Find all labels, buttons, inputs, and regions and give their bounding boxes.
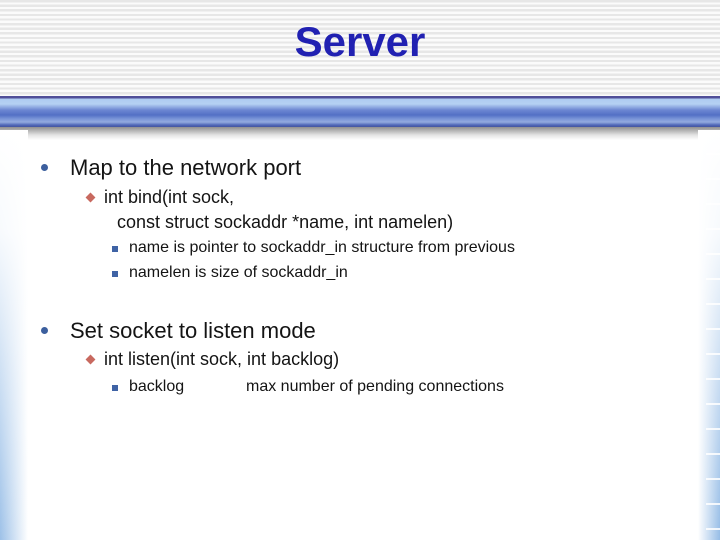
square-bullet-icon — [112, 271, 118, 277]
bullet-line-note-name: name is pointer to sockaddr_in structure… — [0, 239, 720, 265]
header-stripe-pattern — [0, 0, 720, 96]
slide-title: Server — [294, 18, 426, 65]
diamond-bullet-icon — [85, 354, 96, 365]
bullet-line-bind-code-2: const struct sockaddr *name, int namelen… — [0, 212, 720, 238]
level1-text: Map to the network port — [70, 155, 302, 180]
accent-bar-shadow — [0, 127, 720, 141]
bullet-line-bind-code-1: int bind(int sock, — [0, 187, 720, 213]
bullet-line-note-namelen: namelen is size of sockaddr_in — [0, 264, 720, 290]
bullet-line-note-backlog: backlog max number of pending connection… — [0, 378, 720, 404]
level2-continuation-text: const struct sockaddr *name, int namelen… — [117, 212, 454, 232]
bullet-line-map-network-port: Map to the network port — [0, 155, 720, 181]
level3-text: namelen is size of sockaddr_in — [129, 264, 348, 281]
square-bullet-icon — [112, 246, 118, 252]
level3-term-text: backlog — [129, 378, 185, 395]
circle-bullet-icon — [41, 327, 48, 334]
level2-text: int bind(int sock, — [104, 187, 235, 207]
level2-text: int listen(int sock, int backlog) — [104, 349, 340, 369]
left-edge-gradient — [0, 130, 28, 540]
diamond-bullet-icon — [85, 192, 96, 203]
bullet-line-set-listen-mode: Set socket to listen mode — [0, 318, 720, 344]
level3-description-text: max number of pending connections — [246, 378, 504, 395]
square-bullet-icon — [112, 385, 118, 391]
right-edge-gradient — [698, 130, 720, 540]
level3-text: name is pointer to sockaddr_in structure… — [129, 239, 515, 256]
bullet-line-listen-code: int listen(int sock, int backlog) — [0, 349, 720, 375]
accent-bar — [0, 96, 720, 127]
circle-bullet-icon — [41, 164, 48, 171]
level1-text: Set socket to listen mode — [70, 318, 316, 343]
